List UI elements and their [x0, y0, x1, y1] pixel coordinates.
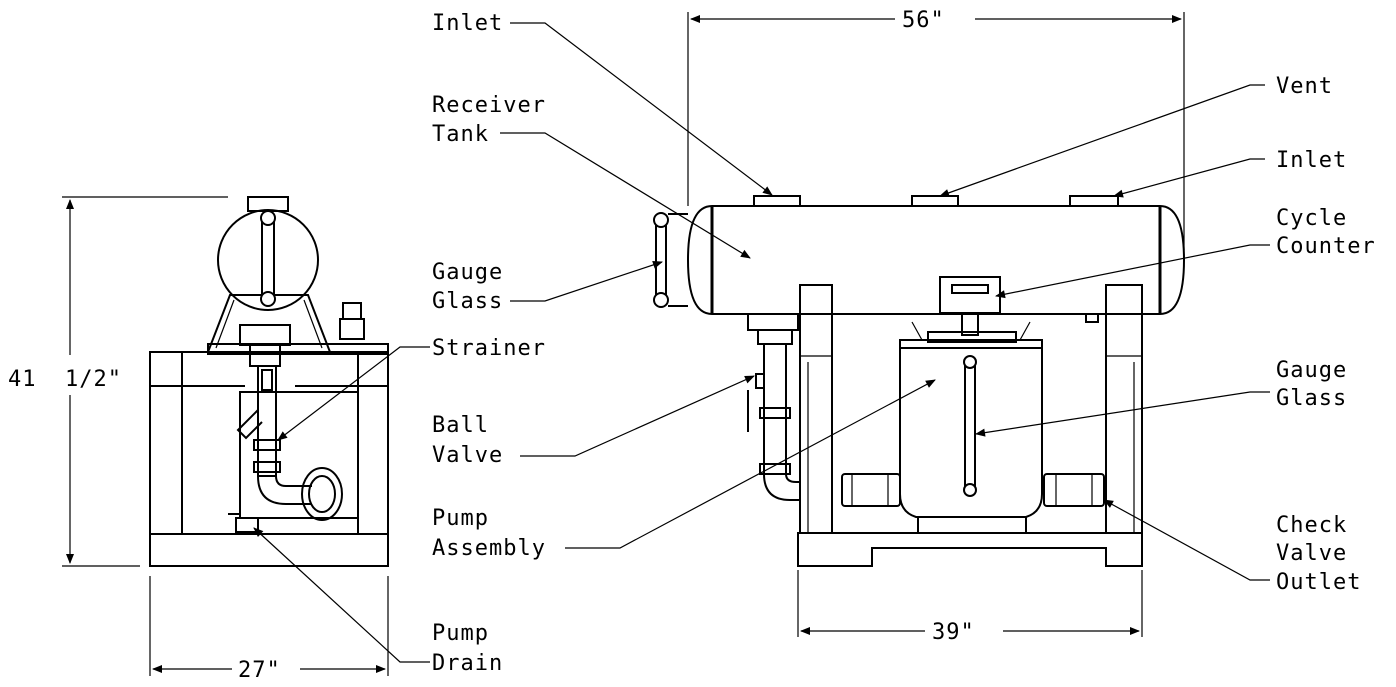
- label-ball-valve-line2: Valve: [432, 443, 503, 468]
- dim-side-width: 27": [238, 658, 281, 683]
- label-check-valve-line3: Outlet: [1276, 570, 1361, 595]
- callout-labels: Inlet Receiver Tank Gauge Glass Strainer…: [432, 11, 1376, 676]
- label-check-valve-line1: Check: [1276, 513, 1347, 538]
- label-receiver-tank-line1: Receiver: [432, 93, 546, 118]
- label-pump-drain-line1: Pump: [432, 621, 489, 646]
- front-view-dimensions: [687, 12, 1185, 637]
- label-ball-valve-line1: Ball: [432, 413, 489, 438]
- front-view: [653, 195, 1186, 567]
- label-pump-drain-line2: Drain: [432, 651, 503, 676]
- side-view-dimensions: [62, 196, 389, 676]
- label-gauge-glass-right-line2: Glass: [1276, 386, 1347, 411]
- label-check-valve-line2: Valve: [1276, 541, 1347, 566]
- label-gauge-glass-left-line2: Glass: [432, 289, 503, 314]
- label-gauge-glass-right-line1: Gauge: [1276, 358, 1347, 383]
- label-cycle-counter-line2: Counter: [1276, 234, 1376, 259]
- label-inlet-top: Inlet: [432, 11, 503, 36]
- dimension-labels: 41 1/2" 27" 39" 56": [8, 8, 975, 683]
- label-pump-assembly-line1: Pump: [432, 506, 489, 531]
- label-cycle-counter-line1: Cycle: [1276, 206, 1347, 231]
- label-pump-assembly-line2: Assembly: [432, 536, 546, 561]
- leader-lines: [253, 22, 1270, 663]
- label-inlet-right: Inlet: [1276, 148, 1347, 173]
- label-strainer: Strainer: [432, 336, 546, 361]
- dim-height: 41 1/2": [8, 367, 122, 392]
- dim-tank-length: 56": [902, 8, 945, 33]
- label-vent: Vent: [1276, 74, 1333, 99]
- label-gauge-glass-left-line1: Gauge: [432, 260, 503, 285]
- label-receiver-tank-line2: Tank: [432, 122, 489, 147]
- side-view: [149, 196, 389, 567]
- dim-front-width: 39": [932, 620, 975, 645]
